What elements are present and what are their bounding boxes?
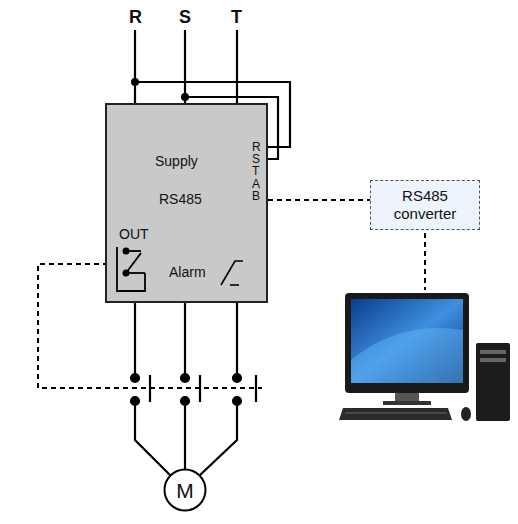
contactor-symbol bbox=[131, 374, 256, 405]
computer-icon bbox=[339, 293, 510, 421]
pin-name: R bbox=[252, 141, 261, 153]
node-label: RS485 bbox=[159, 192, 202, 206]
motor-wire bbox=[184, 303, 186, 470]
phase-label: S bbox=[179, 8, 191, 26]
device-box: SupplyRS485OUT Alarm bbox=[105, 103, 268, 303]
phase-label: R bbox=[129, 8, 142, 26]
junction-dot bbox=[181, 93, 189, 101]
node-label: OUT bbox=[119, 227, 149, 241]
pin-name: B bbox=[252, 190, 260, 202]
rs485-link bbox=[268, 199, 370, 201]
motor-wire bbox=[135, 303, 171, 476]
junction-dot bbox=[131, 78, 139, 86]
pin-name: T bbox=[252, 165, 259, 177]
converter-box: RS485 converter bbox=[370, 180, 480, 230]
pin-name: S bbox=[252, 153, 260, 165]
motor-circle: M bbox=[163, 468, 207, 512]
node-label: Alarm bbox=[169, 265, 206, 279]
pin-name: A bbox=[252, 178, 260, 190]
node-label: M bbox=[163, 468, 207, 512]
node-label: RS485 converter bbox=[377, 187, 473, 223]
motor-wire bbox=[199, 303, 237, 476]
phase-label: T bbox=[231, 8, 242, 26]
node-label: Supply bbox=[155, 154, 198, 168]
